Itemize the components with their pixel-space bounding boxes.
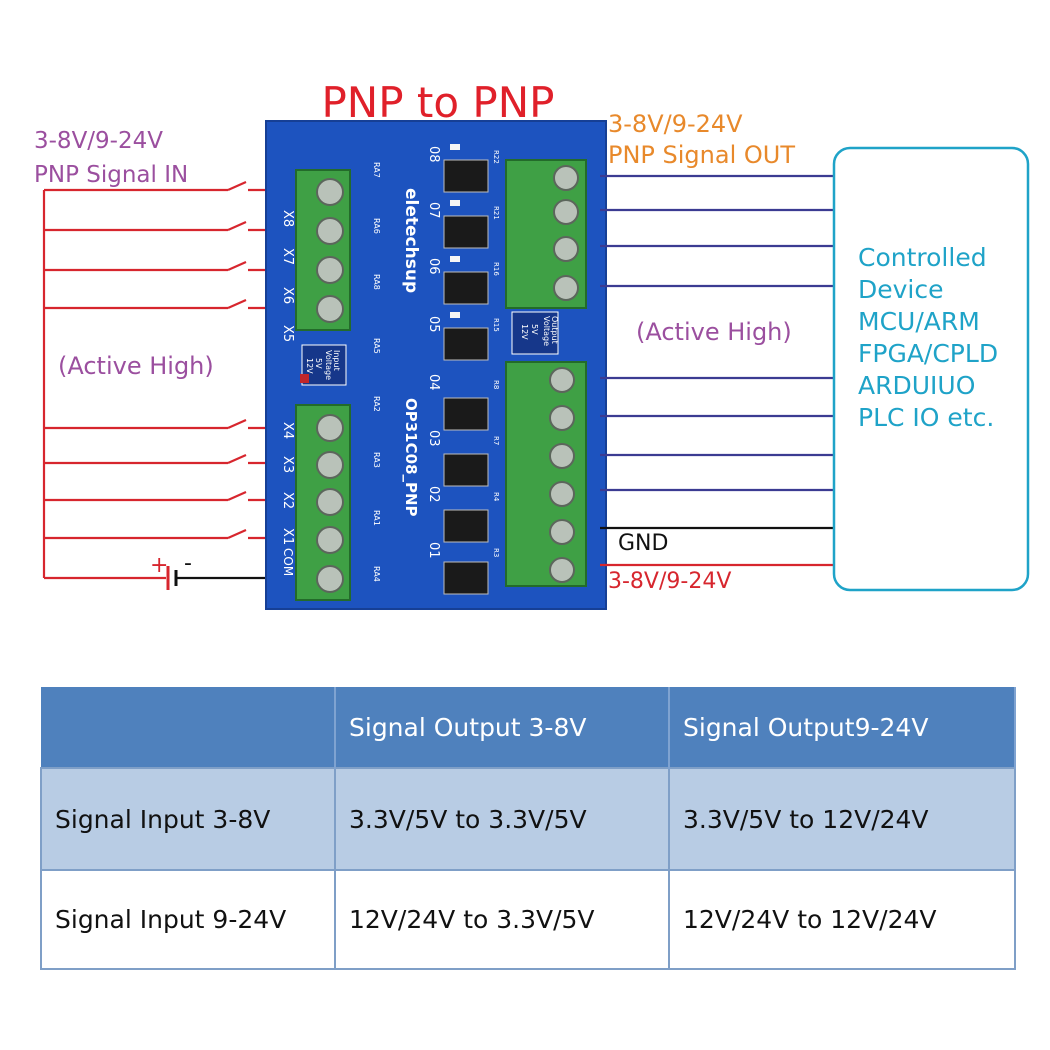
terminal-label-x5: X5: [280, 325, 295, 342]
gnd-label: GND: [618, 531, 668, 556]
pcb-board: X8 X7 X6 X5 X4 X3 X2 X1 COM Input Voltag…: [265, 120, 607, 610]
input-voltage-5v: 5V: [314, 358, 323, 369]
terminal-label-x6: X6: [280, 287, 295, 304]
diagram-title: PNP to PNP: [321, 78, 554, 127]
table-cell: 12V/24V to 3.3V/5V: [335, 869, 670, 970]
terminal-label-x3: X3: [280, 456, 295, 473]
resistor-label-r7: R7: [492, 436, 500, 445]
table-header-row: Signal Output 3-8V Signal Output9-24V: [41, 687, 1016, 768]
table-row-label: Signal Input 9-24V: [40, 869, 336, 970]
output-pin-label-02: 02: [426, 486, 441, 503]
controlled-device-box: [832, 146, 1030, 592]
table-header-output-3-8v: Signal Output 3-8V: [335, 687, 670, 768]
input-voltage-label: 3-8V/9-24V: [34, 128, 163, 154]
input-voltage-jumper: Input Voltage 5V 12V: [300, 344, 347, 386]
resistor-label-ra7: RA7: [372, 162, 381, 178]
device-line-1: Controlled: [858, 243, 987, 272]
resistor-label-ra1: RA1: [372, 510, 381, 526]
input-active-high-label: (Active High): [58, 352, 214, 380]
output-voltage-title: Output: [550, 316, 559, 344]
output-signal-label: PNP Signal OUT: [608, 141, 795, 169]
output-pin-label-08: 08: [426, 146, 441, 163]
battery-minus-label: -: [184, 551, 192, 576]
output-terminal-block-upper: [505, 159, 587, 309]
table-row: Signal Input 9-24V 12V/24V to 3.3V/5V 12…: [40, 869, 1016, 970]
input-signal-label: PNP Signal IN: [34, 162, 188, 188]
battery-plus-label: +: [150, 553, 168, 578]
board-model: OP31C08_PNP: [402, 398, 420, 517]
resistor-label-ra6: RA6: [372, 218, 381, 234]
resistor-label-r8: R8: [492, 380, 500, 389]
output-pin-label-03: 03: [426, 430, 441, 447]
supply-label: 3-8V/9-24V: [608, 569, 731, 594]
output-voltage-5v: 5V: [530, 324, 539, 335]
status-leds: [450, 144, 460, 318]
table-row: Signal Input 3-8V 3.3V/5V to 3.3V/5V 3.3…: [40, 767, 1016, 870]
table-cell: 12V/24V to 12V/24V: [669, 869, 1016, 970]
output-pin-label-01: 01: [426, 542, 441, 559]
output-pin-label-04: 04: [426, 374, 441, 391]
device-line-2: Device: [858, 275, 944, 304]
device-line-3: MCU/ARM: [858, 307, 980, 336]
resistor-label-r22: R22: [492, 150, 500, 164]
resistor-label-ra8: RA8: [372, 274, 381, 290]
table-cell: 3.3V/5V to 3.3V/5V: [335, 767, 670, 870]
input-terminal-block-upper: [295, 169, 351, 331]
output-wiring: [600, 174, 834, 492]
terminal-label-com: COM: [281, 548, 295, 576]
input-voltage-12v: 12V: [305, 358, 314, 374]
optocoupler-array: [443, 159, 489, 595]
terminal-label-x2: X2: [280, 492, 295, 509]
terminal-label-x7: X7: [280, 248, 295, 265]
device-line-6: PLC IO etc.: [858, 403, 994, 432]
input-terminal-block-lower: [295, 404, 351, 601]
table-header-output-9-24v: Signal Output9-24V: [669, 687, 1016, 768]
input-voltage-subtitle: Voltage: [324, 350, 333, 380]
output-voltage-subtitle: Voltage: [542, 316, 551, 346]
terminal-label-x1: X1: [280, 528, 295, 545]
resistor-label-r3: R3: [492, 548, 500, 557]
resistor-label-r4: R4: [492, 492, 500, 502]
resistor-label-ra4: RA4: [372, 566, 381, 582]
terminal-label-x4: X4: [280, 422, 295, 439]
resistor-label-ra3: RA3: [372, 452, 381, 468]
wiring-diagram: PNP to PNP 3-8V/9-24V PNP Signal IN (Act…: [34, 78, 1030, 610]
output-voltage-12v: 12V: [520, 324, 529, 340]
resistor-label-ra5: RA5: [372, 338, 381, 354]
table-cell: 3.3V/5V to 12V/24V: [669, 767, 1016, 870]
table-row-label: Signal Input 3-8V: [40, 767, 336, 870]
resistor-label-r15: R15: [492, 318, 500, 332]
board-brand: eletechsup: [401, 188, 421, 293]
output-pin-label-05: 05: [426, 316, 441, 333]
device-line-4: FPGA/CPLD: [858, 339, 998, 368]
resistor-label-ra2: RA2: [372, 396, 381, 412]
output-voltage-label: 3-8V/9-24V: [608, 110, 743, 138]
terminal-label-x8: X8: [280, 210, 295, 227]
output-voltage-jumper: Output Voltage 5V 12V: [511, 311, 559, 355]
output-pin-label-07: 07: [426, 202, 441, 219]
resistor-label-r16: R16: [492, 262, 500, 276]
signal-conversion-table: Signal Output 3-8V Signal Output9-24V Si…: [40, 687, 1016, 970]
input-voltage-title: Input: [332, 350, 341, 371]
resistor-label-r21: R21: [492, 206, 500, 220]
table-header-empty: [41, 687, 336, 768]
output-terminal-block-lower: [505, 361, 587, 587]
device-line-5: ARDUIUO: [858, 371, 975, 400]
output-pin-label-06: 06: [426, 258, 441, 275]
output-active-high-label: (Active High): [636, 318, 792, 346]
